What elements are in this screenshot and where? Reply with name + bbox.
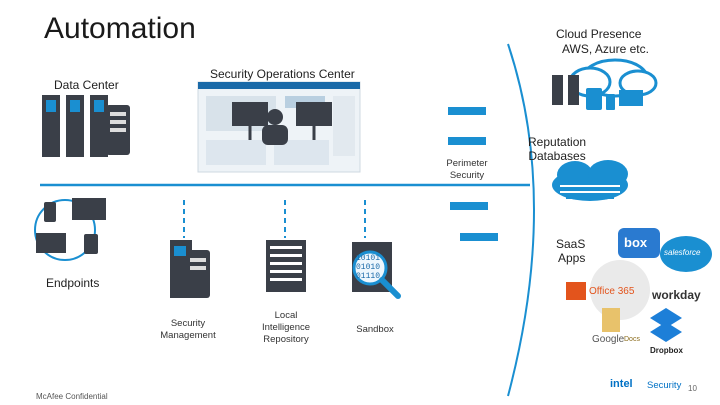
- endpoints-label: Endpoints: [46, 276, 100, 290]
- page-number: 10: [688, 384, 697, 393]
- local-intelligence-repository-icon: [266, 240, 306, 292]
- cloud-icon: [552, 58, 658, 110]
- office365-logo: Office 365: [589, 286, 635, 297]
- binary-line1: 10101: [356, 254, 381, 263]
- perimeter-line2: Security: [449, 170, 485, 181]
- local-line3: Repository: [263, 334, 309, 345]
- security-management-label: Security Management: [150, 318, 226, 342]
- sandbox-icon: [352, 242, 401, 299]
- soc-label: Security Operations Center: [210, 67, 355, 81]
- local-line1: Local: [274, 310, 298, 321]
- reputation-line2: Databases: [528, 149, 586, 163]
- sec-mgmt-line2: Management: [160, 330, 216, 341]
- local-line2: Intelligence: [261, 322, 311, 333]
- cloud-presence-label: Cloud Presence: [556, 27, 642, 41]
- security-management-server-icon: [170, 240, 210, 298]
- perimeter-appliance-icon: [448, 107, 498, 241]
- perimeter-line1: Perimeter: [446, 158, 488, 169]
- salesforce-logo: salesforce: [664, 248, 701, 257]
- boundary-arc: [507, 43, 535, 397]
- binary-line3: 01110: [356, 272, 381, 281]
- saas-apps-label: SaaS Apps: [556, 237, 585, 265]
- workday-logo: workday: [652, 288, 701, 302]
- binary-line2: 01010: [356, 263, 381, 272]
- reputation-cloud-icon: [552, 160, 628, 201]
- box-logo: box: [624, 235, 648, 250]
- saas-line1: SaaS: [556, 237, 586, 251]
- saas-apps-cluster: [566, 228, 712, 342]
- sandbox-binary-text: 10101 01010 01110: [356, 254, 380, 281]
- endpoint-devices-icon: [34, 198, 106, 261]
- confidential-footer: McAfee Confidential: [36, 392, 108, 401]
- sec-mgmt-line1: Security: [170, 318, 206, 329]
- soc-dashboard-screen: [197, 81, 361, 173]
- security-logo-text: Security: [647, 380, 682, 391]
- server-rack-icon: [42, 95, 130, 157]
- perimeter-security-label: Perimeter Security: [442, 158, 492, 182]
- dropbox-logo: Dropbox: [650, 346, 683, 355]
- reputation-line1: Reputation: [528, 135, 587, 149]
- reputation-databases-label: Reputation Databases: [528, 135, 586, 163]
- sandbox-label: Sandbox: [356, 324, 394, 335]
- docs-logo: Docs: [624, 336, 640, 343]
- data-center-label: Data Center: [54, 78, 119, 92]
- cloud-presence-sublabel: AWS, Azure etc.: [562, 42, 649, 56]
- local-intelligence-label: Local Intelligence Repository: [252, 310, 320, 346]
- saas-line2: Apps: [558, 251, 586, 265]
- intel-logo: intel: [610, 378, 633, 390]
- page-title: Automation: [44, 12, 196, 45]
- google-logo: Google: [592, 334, 625, 345]
